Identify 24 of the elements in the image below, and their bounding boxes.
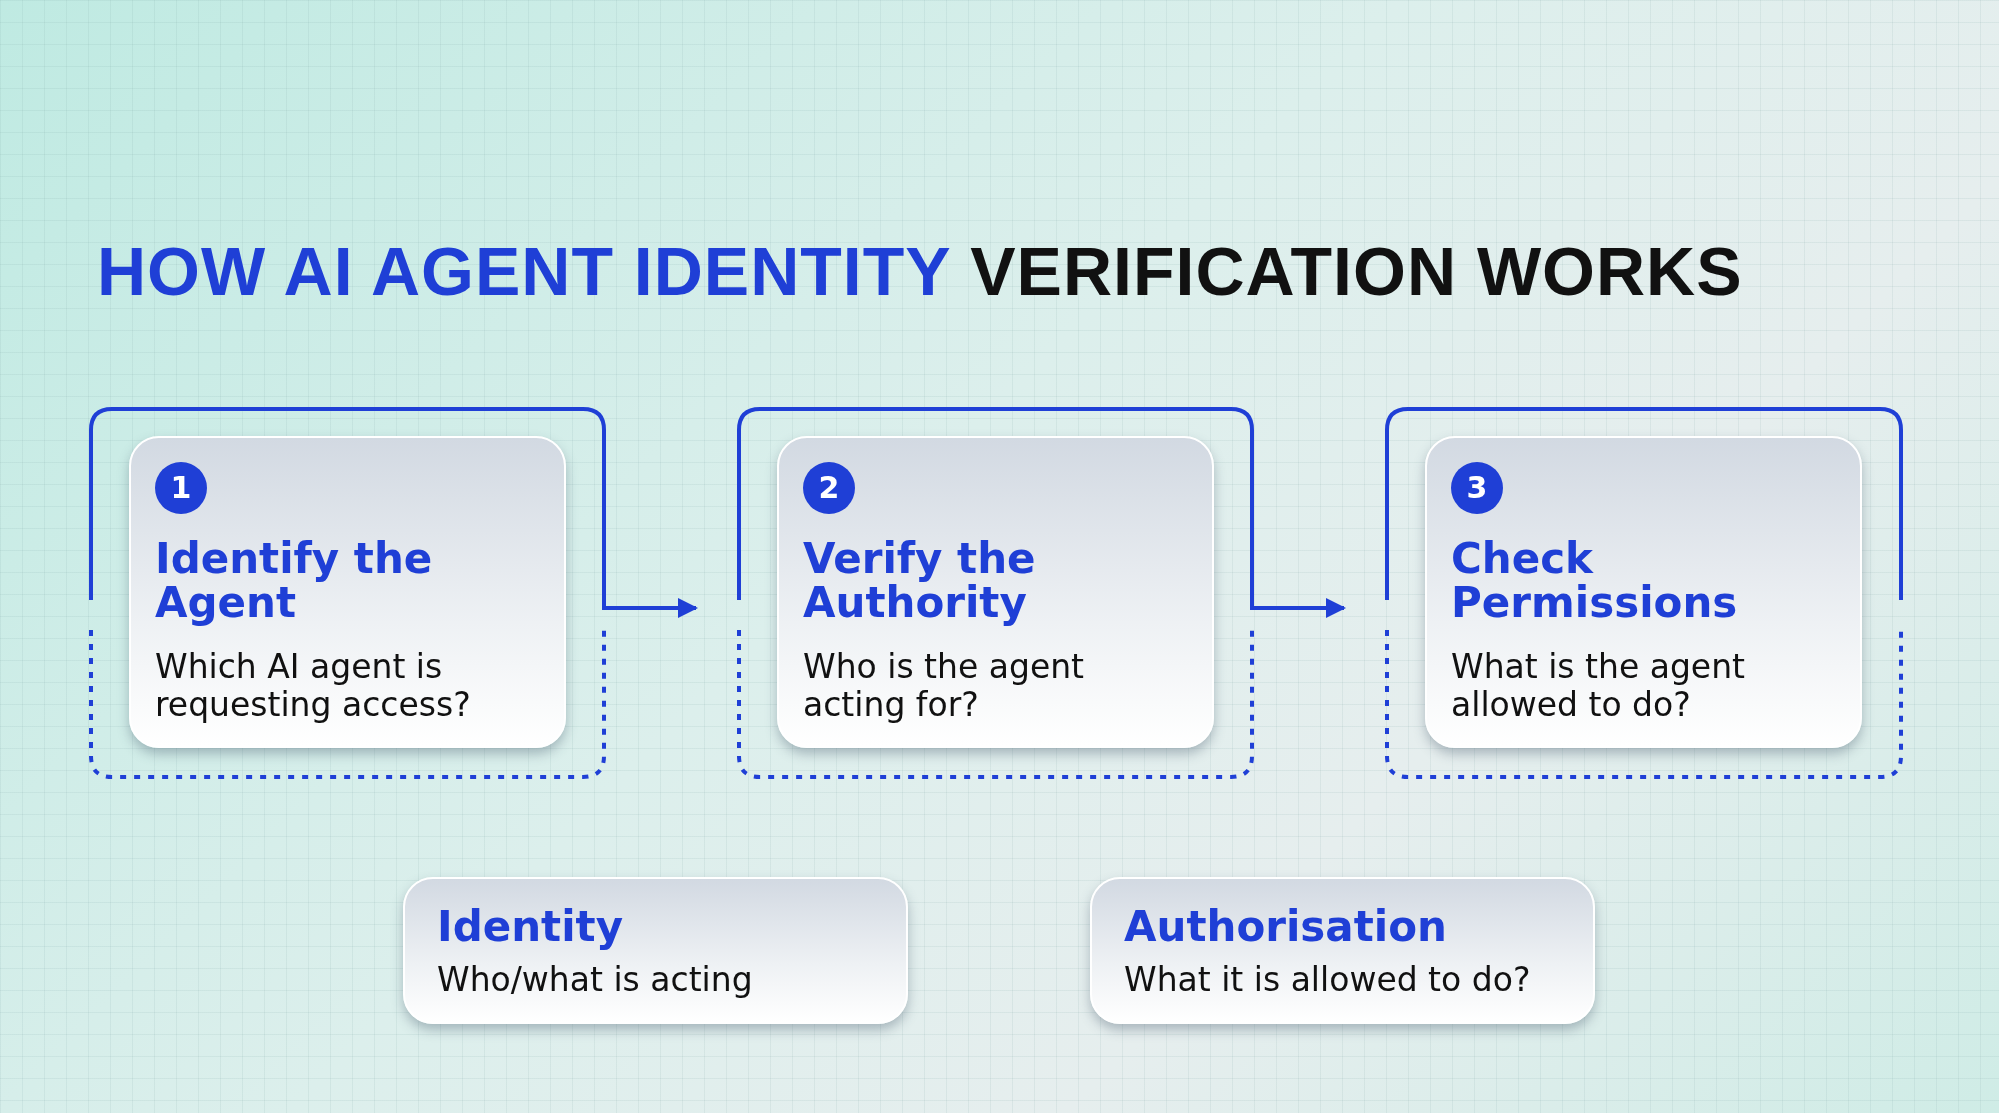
- bracket-frame: [90, 408, 605, 778]
- arrow: [1250, 598, 1346, 618]
- arrow: [602, 598, 698, 618]
- summary-description: Who/what is acting: [437, 961, 754, 999]
- step-heading: Identify the Agent: [155, 537, 434, 625]
- bracket-frame: [1386, 408, 1902, 778]
- summary-description: What it is allowed to do?: [1124, 961, 1532, 999]
- summary-heading: Authorisation: [1124, 905, 1448, 949]
- summary-heading: Identity: [437, 905, 624, 949]
- step-heading: Check Permissions: [1451, 537, 1739, 625]
- title: HOW AI AGENT IDENTITY VERIFICATION WORKS: [97, 232, 1743, 310]
- summary-card: [1090, 877, 1595, 1024]
- bracket-frame: [738, 408, 1253, 778]
- step-card: [777, 436, 1214, 748]
- step-description: Which AI agent is requesting access?: [155, 648, 472, 724]
- summary-card: [403, 877, 908, 1024]
- step-heading: Verify the Authority: [803, 537, 1037, 625]
- step-description: Who is the agent acting for?: [803, 648, 1086, 724]
- step-number: 3: [1451, 462, 1503, 514]
- step-card: [1425, 436, 1862, 748]
- step-number: 1: [155, 462, 207, 514]
- step-card: [129, 436, 566, 748]
- step-number: 2: [803, 462, 855, 514]
- step-description: What is the agent allowed to do?: [1451, 648, 1747, 724]
